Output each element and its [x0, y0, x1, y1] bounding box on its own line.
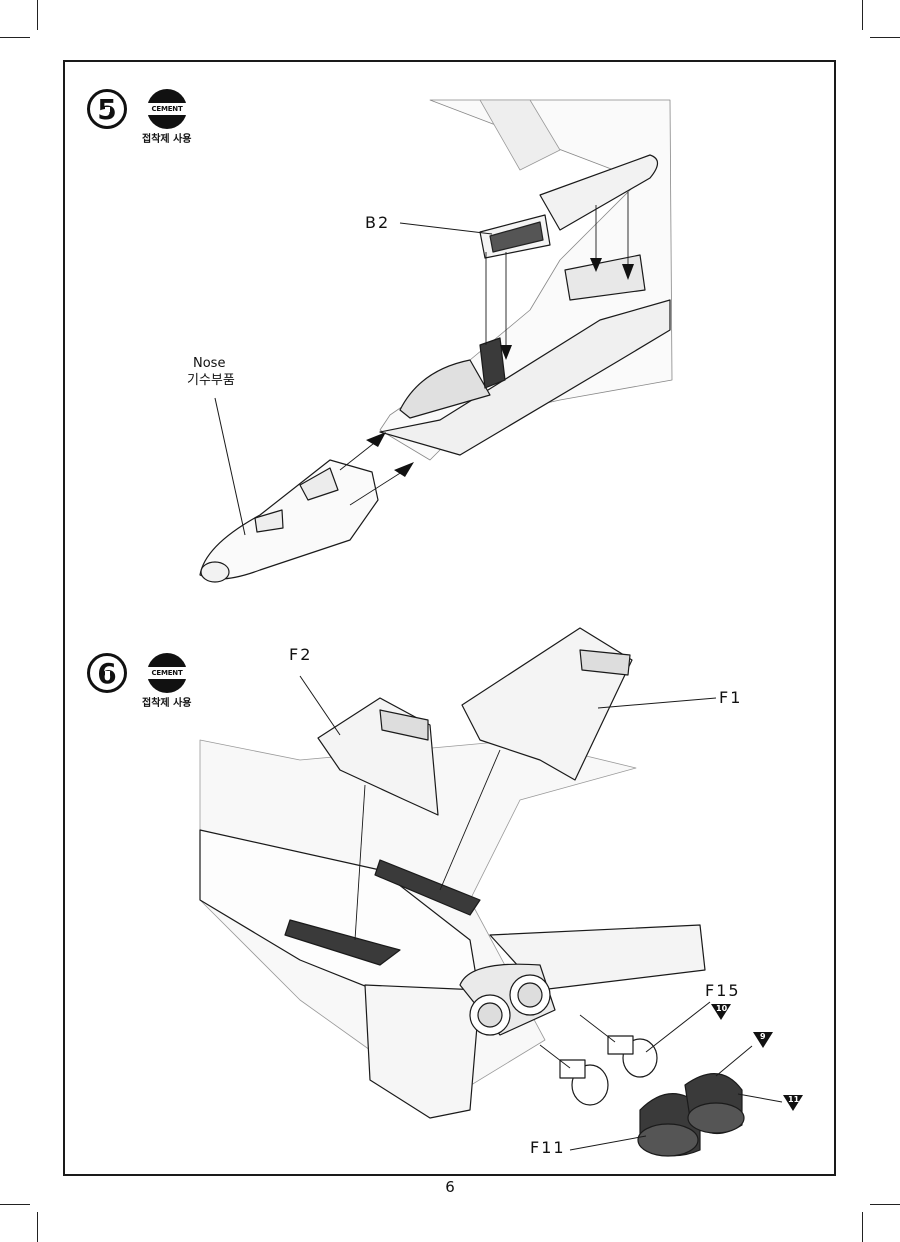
callout-f1: F1 — [719, 688, 743, 707]
callout-f11: F11 — [530, 1138, 566, 1157]
callout-b2: B2 — [365, 213, 391, 232]
cement-label: CEMENT — [147, 667, 187, 679]
fuselage-forward — [379, 99, 673, 461]
exhaust-f15 — [559, 1035, 658, 1106]
crop-mark — [870, 37, 900, 38]
cement-text: 접착제 사용 — [142, 698, 192, 709]
reference-triangle-icon — [783, 1095, 803, 1111]
cement-icon: CEMENT — [147, 89, 187, 129]
page-number: 6 — [445, 1178, 455, 1196]
crop-mark — [37, 0, 38, 30]
step-number: 5 — [87, 89, 127, 129]
callout-f2: F2 — [289, 645, 313, 664]
cement-text: 접착제 사용 — [142, 134, 192, 145]
crop-mark — [862, 1212, 863, 1242]
instruction-frame — [63, 60, 836, 1176]
cement-icon: CEMENT — [147, 653, 187, 693]
step-number: 6 — [87, 653, 127, 693]
reference-number: 10 — [716, 1004, 728, 1013]
crop-mark — [0, 37, 30, 38]
callout-nose-ko: 기수부품 — [187, 373, 235, 388]
crop-mark — [37, 1212, 38, 1242]
fuselage-rear — [199, 739, 706, 1119]
reference-triangle-icon — [753, 1032, 773, 1048]
crop-mark — [870, 1204, 900, 1205]
crop-mark — [0, 1204, 30, 1205]
crop-mark — [862, 0, 863, 30]
reference-number: 9 — [760, 1032, 766, 1041]
nozzle-f11 — [637, 1073, 745, 1157]
callout-nose-en: Nose — [193, 356, 226, 371]
reference-triangle-icon — [711, 1004, 731, 1020]
nose-cone — [199, 459, 379, 583]
reference-number: 11 — [788, 1095, 800, 1104]
callout-f15: F15 — [705, 981, 741, 1000]
cement-label: CEMENT — [147, 103, 187, 115]
